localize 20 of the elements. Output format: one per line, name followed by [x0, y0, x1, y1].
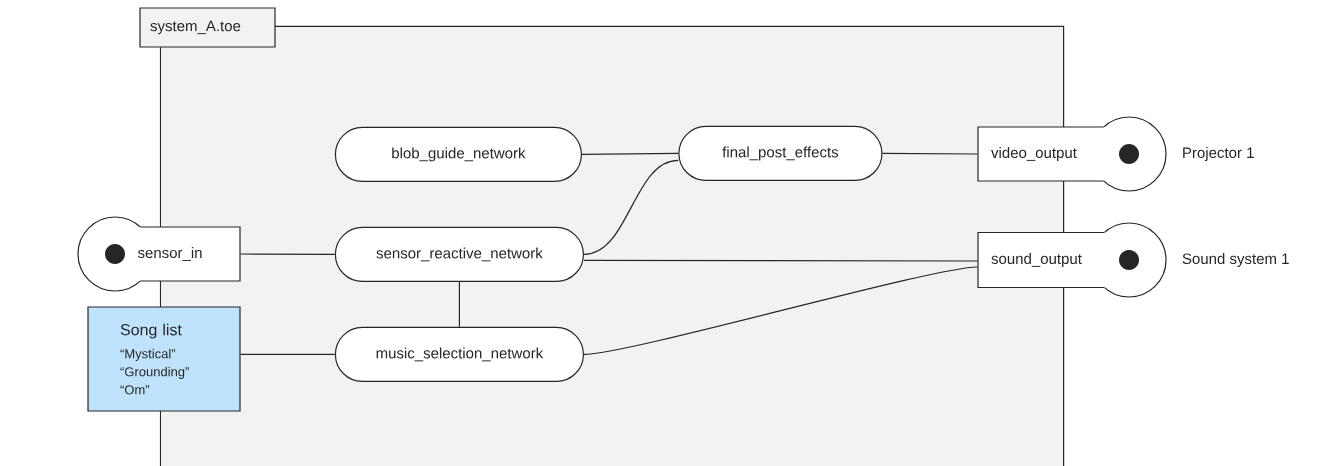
input-port: sensor_in: [77, 216, 241, 292]
device-label: Sound system 1: [1182, 253, 1289, 267]
list-box: Song list “Mystical” “Grounding” “Om”: [87, 306, 241, 412]
connector: [583, 266, 978, 355]
connector: [581, 152, 679, 155]
output-port: sound_output: [977, 222, 1167, 298]
node-label: sensor_in: [137, 247, 202, 261]
connector: [240, 253, 336, 255]
tab: system_A.toe: [139, 7, 276, 48]
process-pill: blob_guide_network: [334, 126, 582, 182]
process-pill: sensor_reactive_network: [334, 226, 584, 282]
connector: [583, 259, 978, 262]
process-pill: music_selection_network: [334, 326, 584, 382]
output-port: video_output: [977, 116, 1167, 192]
process-pill: final_post_effects: [678, 125, 883, 181]
connector: [881, 152, 978, 155]
device-label: Projector 1: [1183, 147, 1254, 161]
connector: [458, 281, 460, 328]
connector: [240, 353, 336, 355]
connector: [583, 159, 679, 255]
